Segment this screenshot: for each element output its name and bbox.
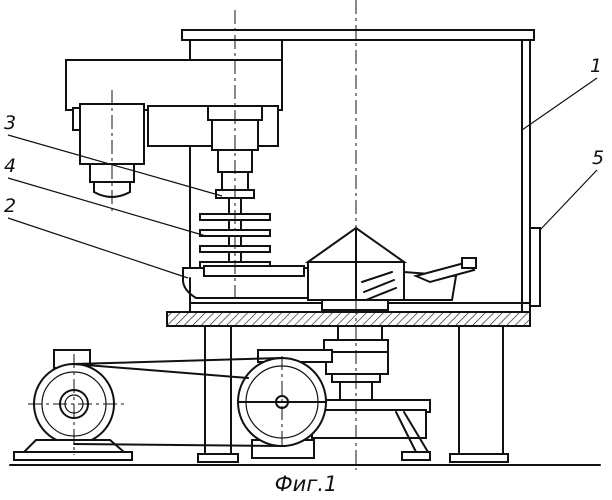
label-2: 2: [4, 195, 16, 217]
upper-motor: [79, 103, 145, 198]
center-lines: [28, 0, 357, 470]
bottom-trough: [182, 265, 311, 299]
figure-caption: Фиг.1: [275, 472, 338, 496]
base-plate: [166, 311, 531, 327]
center-drive-column: [317, 325, 431, 413]
label-4: 4: [4, 155, 16, 177]
leader-lines: [7, 77, 598, 279]
discharge-chute: [361, 257, 477, 301]
drive-belt: [73, 357, 283, 447]
label-1: 1: [590, 55, 602, 77]
label-3: 3: [4, 112, 16, 134]
side-plate: [529, 227, 541, 307]
label-5: 5: [592, 147, 604, 169]
support-legs: [197, 325, 509, 463]
